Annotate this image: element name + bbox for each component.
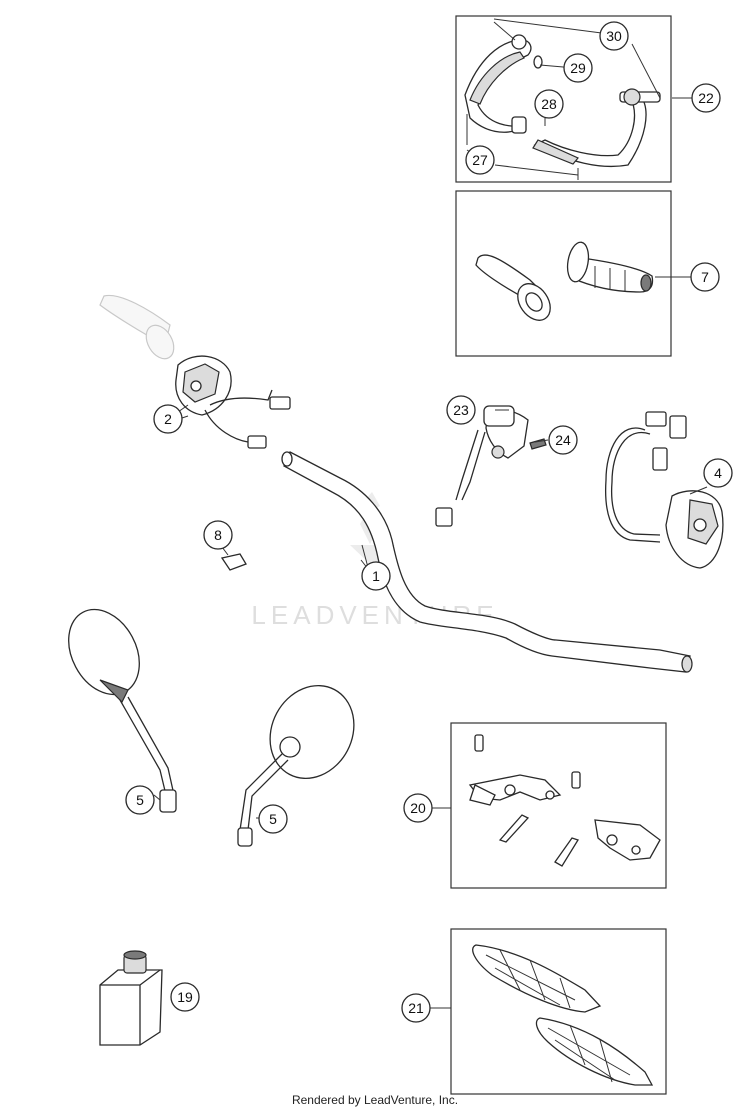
callout-4: 4: [703, 458, 733, 488]
sticker-parts: [472, 944, 654, 1086]
hot-start-lever: [435, 405, 549, 527]
callout-label: 23: [453, 402, 469, 418]
clamps-group-box: [450, 722, 667, 889]
grips-parts: [475, 241, 692, 321]
callout-label: 20: [410, 800, 426, 816]
handguard-group-box: [455, 15, 672, 183]
callout-label: 2: [164, 411, 172, 427]
callout-20: 20: [403, 793, 433, 823]
callout-27: 27: [465, 145, 495, 175]
callout-2: 2: [153, 404, 183, 434]
callout-28: 28: [534, 89, 564, 119]
callout-23: 23: [446, 395, 476, 425]
callout-5-right: 5: [258, 804, 288, 834]
callout-8: 8: [203, 520, 233, 550]
callout-label: 30: [606, 28, 622, 44]
oil-bottle: [99, 950, 163, 1046]
callout-label: 29: [570, 60, 586, 76]
callout-label: 19: [177, 989, 193, 1005]
callout-29: 29: [563, 53, 593, 83]
callout-label: 28: [541, 96, 557, 112]
callout-1: 1: [361, 561, 391, 591]
callout-19: 19: [170, 982, 200, 1012]
callout-label: 1: [372, 568, 380, 584]
handlebar: [281, 451, 693, 673]
callout-label: 27: [472, 152, 488, 168]
stickers-group-box: [450, 928, 667, 1095]
right-switch-assembly: [604, 411, 724, 569]
clamp-parts: [468, 734, 661, 867]
handguard-parts: [464, 18, 692, 180]
callout-22: 22: [691, 83, 721, 113]
callout-label: 4: [714, 465, 722, 481]
reference-grip-ghost: [99, 294, 175, 360]
callout-30: 30: [599, 21, 629, 51]
callout-7: 7: [690, 262, 720, 292]
footer-credit: Rendered by LeadVenture, Inc.: [291, 1093, 459, 1107]
callout-label: 22: [698, 90, 714, 106]
callout-5-left: 5: [125, 785, 155, 815]
mirror-right: [237, 684, 355, 847]
callout-label: 5: [136, 792, 144, 808]
callout-label: 24: [555, 432, 571, 448]
left-switch-assembly: [175, 355, 291, 449]
callout-21: 21: [401, 993, 431, 1023]
grips-group-box: [455, 190, 672, 357]
callout-label: 5: [269, 811, 277, 827]
callout-24: 24: [548, 425, 578, 455]
callout-label: 21: [408, 1000, 424, 1016]
mirror-left: [68, 608, 177, 813]
callout-label: 7: [701, 269, 709, 285]
callout-label: 8: [214, 527, 222, 543]
